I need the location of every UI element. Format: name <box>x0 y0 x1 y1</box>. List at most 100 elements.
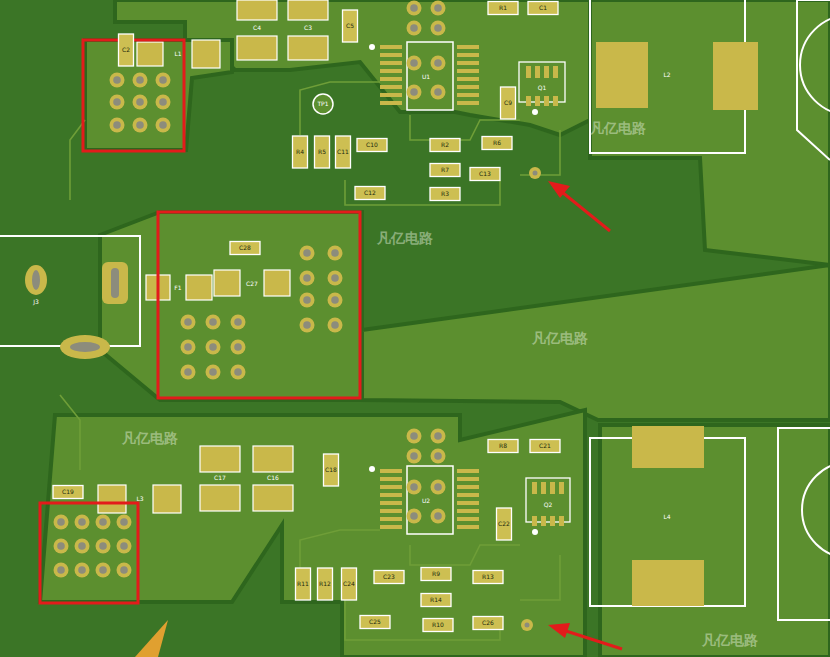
via-hole <box>78 566 86 574</box>
highlight-boxes <box>40 40 360 603</box>
part-designator: R7 <box>441 167 449 173</box>
via-pad <box>96 563 111 578</box>
inductor-outlines <box>590 0 830 620</box>
smd-part-outline <box>336 136 351 168</box>
via-pad <box>117 515 132 530</box>
part-designator: J3 <box>33 299 39 305</box>
via-pad <box>54 563 69 578</box>
via-pad <box>231 315 246 330</box>
via-pad <box>407 85 422 100</box>
part-designator: R6 <box>493 140 501 146</box>
via-pad <box>431 1 446 16</box>
via-pad <box>300 293 315 308</box>
via-hole <box>410 512 418 520</box>
via-pad <box>75 515 90 530</box>
via-pad <box>407 56 422 71</box>
part-designator: L1 <box>174 51 181 57</box>
part-designator: C4 <box>253 25 261 31</box>
part-designator: L4 <box>663 514 670 520</box>
via-hole <box>136 121 144 129</box>
via-hole <box>410 59 418 67</box>
via-pad <box>431 509 446 524</box>
smd-part-outline <box>343 10 358 42</box>
via-hole <box>434 452 442 460</box>
part-designator: L3 <box>136 496 143 502</box>
part-designator: R8 <box>499 443 507 449</box>
via-hole <box>410 483 418 491</box>
via-hole <box>184 318 192 326</box>
via-pad <box>206 340 221 355</box>
part-designator: C3 <box>304 25 312 31</box>
via-pad <box>206 365 221 380</box>
smd-part-outline <box>528 2 558 15</box>
via-pad <box>96 515 111 530</box>
via-hole <box>434 432 442 440</box>
via-hole <box>410 24 418 32</box>
part-designator: C21 <box>539 443 551 449</box>
part-designator: C9 <box>504 100 512 106</box>
watermark: 凡亿电路 <box>590 121 646 135</box>
smd-part-outline <box>324 454 339 486</box>
part-designator: C18 <box>325 467 337 473</box>
via-hole <box>331 249 339 257</box>
via-grids <box>54 1 446 578</box>
via-pad <box>300 318 315 333</box>
part-designator: C11 <box>337 149 349 155</box>
part-designator: R12 <box>319 581 331 587</box>
part-designator: C26 <box>482 620 494 626</box>
via-pad <box>328 271 343 286</box>
part-designator: C10 <box>366 142 378 148</box>
via-hole <box>303 296 311 304</box>
smd-part-outline <box>296 568 311 600</box>
via-hole <box>434 512 442 520</box>
part-designator: R5 <box>318 149 326 155</box>
via-pad <box>328 293 343 308</box>
part-designator: Q2 <box>544 502 553 508</box>
part-designator: C5 <box>346 23 354 29</box>
connector-j3 <box>0 236 140 359</box>
smd-part-outline <box>342 568 357 600</box>
watermark: 凡亿电路 <box>377 231 433 245</box>
via-pad <box>156 118 171 133</box>
part-designator: C24 <box>343 581 355 587</box>
smd-part-outline <box>315 136 330 168</box>
transistors <box>519 62 570 526</box>
via-hole <box>410 432 418 440</box>
via-pad <box>431 21 446 36</box>
via-hole <box>331 274 339 282</box>
part-designator: C12 <box>364 190 376 196</box>
via-hole <box>410 452 418 460</box>
smd-part-outline <box>357 139 387 152</box>
via-pad <box>407 509 422 524</box>
via-pad <box>407 1 422 16</box>
via-hole <box>184 343 192 351</box>
via-pad <box>54 539 69 554</box>
via-hole <box>99 542 107 550</box>
part-designator: TP1 <box>317 101 328 107</box>
via-hole <box>434 483 442 491</box>
via-hole <box>209 368 217 376</box>
smd-part-outline <box>293 136 308 168</box>
via-pad <box>300 271 315 286</box>
part-designator: C25 <box>369 619 381 625</box>
via-pad <box>117 539 132 554</box>
part-designator: R14 <box>430 597 442 603</box>
via-pad <box>407 21 422 36</box>
via-pad <box>181 365 196 380</box>
smd-part-outline <box>470 168 500 181</box>
smd-part-outline <box>488 440 518 453</box>
via-hole <box>303 274 311 282</box>
via-hole <box>99 518 107 526</box>
via-pad <box>133 95 148 110</box>
via-hole <box>209 318 217 326</box>
via-pad <box>54 515 69 530</box>
smd-part-outline <box>374 571 404 584</box>
part-designator: C23 <box>383 574 395 580</box>
via-pad <box>300 246 315 261</box>
via-pad <box>156 95 171 110</box>
via-hole <box>113 121 121 129</box>
via-hole <box>120 542 128 550</box>
